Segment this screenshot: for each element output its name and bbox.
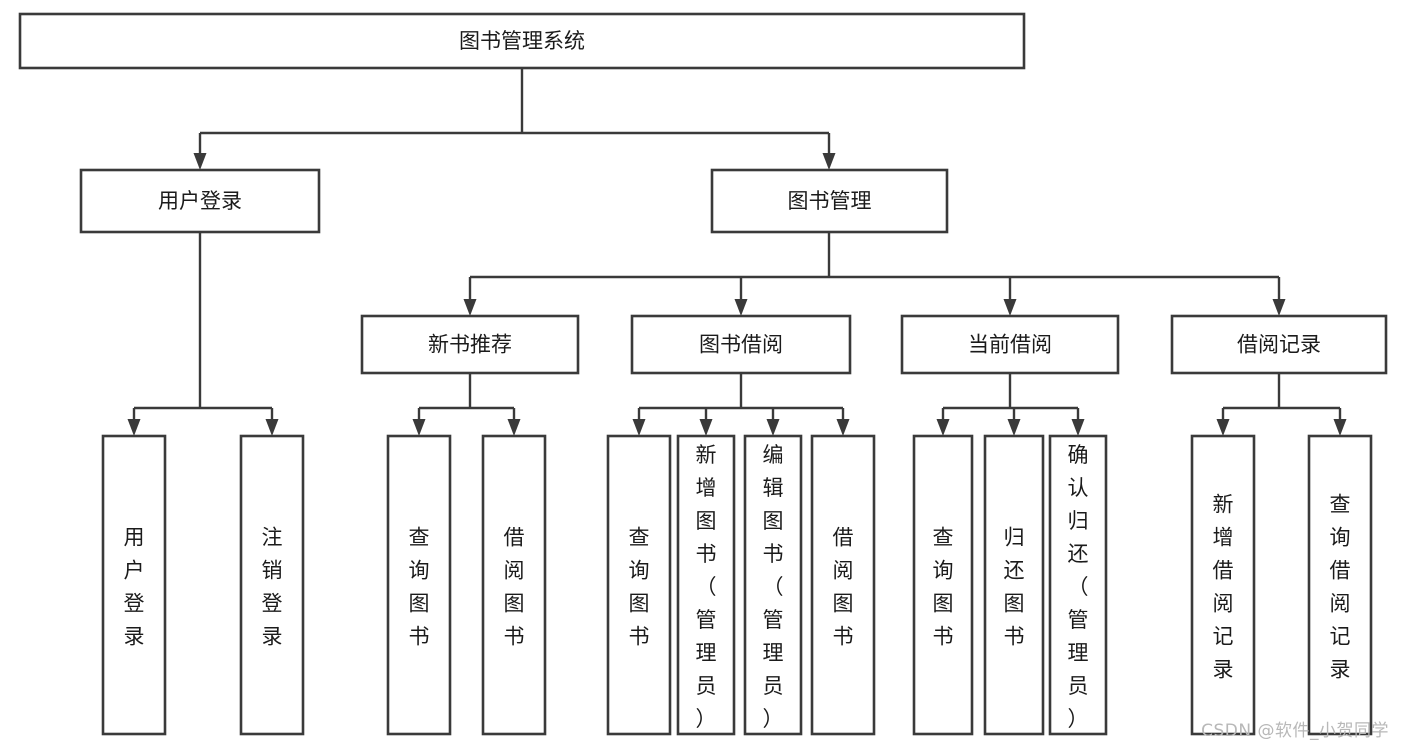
arrowhead-icon xyxy=(1333,419,1347,436)
node-box[interactable] xyxy=(743,434,803,736)
node-label: 图书借阅 xyxy=(699,333,783,357)
arrowhead-icon xyxy=(412,419,426,436)
arrowhead-icon xyxy=(265,419,279,436)
arrowhead-icon xyxy=(1007,419,1021,436)
node-box[interactable] xyxy=(360,314,580,375)
node-box[interactable] xyxy=(676,434,736,736)
level1-node-图书管理[interactable]: 图书管理 xyxy=(710,168,949,234)
node-label: 确认归还（管理员） xyxy=(1068,443,1089,731)
node-label: 新增借阅记录 xyxy=(1213,493,1234,682)
level2-node-当前借阅[interactable]: 当前借阅 xyxy=(900,314,1120,375)
node-label: 用户登录 xyxy=(158,189,242,213)
arrowhead-icon xyxy=(936,419,950,436)
node-label: 图书管理 xyxy=(788,189,872,213)
node-label: 查询图书 xyxy=(629,526,650,649)
arrowhead-icon xyxy=(836,419,850,436)
arrowhead-icon xyxy=(463,299,477,316)
leaf-node-新增图书管理员[interactable]: 新增图书（管理员） xyxy=(676,434,736,736)
leaf-node-用户登录[interactable]: 用户登录 xyxy=(101,434,167,736)
node-label: 借阅图书 xyxy=(504,526,525,649)
level2-node-借阅记录[interactable]: 借阅记录 xyxy=(1170,314,1388,375)
leaf-node-编辑图书管理员[interactable]: 编辑图书（管理员） xyxy=(743,434,803,736)
node-label: 注销登录 xyxy=(262,526,283,649)
node-label: 查询借阅记录 xyxy=(1330,493,1351,682)
arrowhead-icon xyxy=(1216,419,1230,436)
node-box[interactable] xyxy=(386,434,452,736)
leaf-node-借阅图书[interactable]: 借阅图书 xyxy=(810,434,876,736)
node-box[interactable] xyxy=(810,434,876,736)
leaf-node-查询图书[interactable]: 查询图书 xyxy=(912,434,974,736)
arrowhead-icon xyxy=(632,419,646,436)
node-box[interactable] xyxy=(101,434,167,736)
leaf-node-查询图书[interactable]: 查询图书 xyxy=(386,434,452,736)
node-label: 当前借阅 xyxy=(968,333,1052,357)
node-box[interactable] xyxy=(900,314,1120,375)
connector-group-3 xyxy=(412,373,521,436)
node-box[interactable] xyxy=(1170,314,1388,375)
node-box[interactable] xyxy=(983,434,1045,736)
node-label: 借阅图书 xyxy=(833,526,854,649)
node-label: 查询图书 xyxy=(409,526,430,649)
node-label: 用户登录 xyxy=(124,526,145,649)
arrowhead-icon xyxy=(699,419,713,436)
level2-node-新书推荐[interactable]: 新书推荐 xyxy=(360,314,580,375)
node-label: 新增图书（管理员） xyxy=(696,443,717,731)
arrowhead-icon xyxy=(734,299,748,316)
arrowhead-icon xyxy=(822,153,836,170)
connector-group-1 xyxy=(127,232,279,436)
node-layer: 图书管理系统用户登录图书管理新书推荐图书借阅当前借阅借阅记录用户登录注销登录查询… xyxy=(18,12,1388,736)
leaf-node-注销登录[interactable]: 注销登录 xyxy=(239,434,305,736)
leaf-node-新增借阅记录[interactable]: 新增借阅记录 xyxy=(1190,434,1256,736)
node-label: 查询图书 xyxy=(933,526,954,649)
connector-group-4 xyxy=(632,373,850,436)
leaf-node-确认归还管理员[interactable]: 确认归还（管理员） xyxy=(1048,434,1108,736)
node-box[interactable] xyxy=(606,434,672,736)
level1-node-用户登录[interactable]: 用户登录 xyxy=(79,168,321,234)
leaf-node-查询借阅记录[interactable]: 查询借阅记录 xyxy=(1307,434,1373,736)
leaf-node-借阅图书[interactable]: 借阅图书 xyxy=(481,434,547,736)
arrowhead-icon xyxy=(1003,299,1017,316)
leaf-node-归还图书[interactable]: 归还图书 xyxy=(983,434,1045,736)
arrowhead-icon xyxy=(127,419,141,436)
connector-group-2 xyxy=(463,232,1286,316)
node-label: 图书管理系统 xyxy=(459,29,585,53)
node-box[interactable] xyxy=(1190,434,1256,736)
node-box[interactable] xyxy=(1307,434,1373,736)
node-box[interactable] xyxy=(912,434,974,736)
node-label: 新书推荐 xyxy=(428,333,512,357)
arrowhead-icon xyxy=(507,419,521,436)
node-label: 归还图书 xyxy=(1004,526,1025,649)
level2-node-图书借阅[interactable]: 图书借阅 xyxy=(630,314,852,375)
node-box[interactable] xyxy=(239,434,305,736)
arrowhead-icon xyxy=(766,419,780,436)
arrowhead-icon xyxy=(1071,419,1085,436)
node-label: 编辑图书（管理员） xyxy=(763,443,784,731)
node-box[interactable] xyxy=(710,168,949,234)
node-box[interactable] xyxy=(481,434,547,736)
connector-layer xyxy=(127,68,1347,436)
node-box[interactable] xyxy=(18,12,1026,70)
node-label: 借阅记录 xyxy=(1237,333,1321,357)
csdn-watermark: CSDN @软件_小贺同学 xyxy=(1201,721,1389,741)
connector-group-6 xyxy=(1216,373,1347,436)
connector-group-5 xyxy=(936,373,1085,436)
node-box[interactable] xyxy=(1048,434,1108,736)
arrowhead-icon xyxy=(193,153,207,170)
connector-group-0 xyxy=(193,68,836,170)
arrowhead-icon xyxy=(1272,299,1286,316)
node-box[interactable] xyxy=(630,314,852,375)
leaf-node-查询图书[interactable]: 查询图书 xyxy=(606,434,672,736)
node-box[interactable] xyxy=(79,168,321,234)
root-node-图书管理系统[interactable]: 图书管理系统 xyxy=(18,12,1026,70)
